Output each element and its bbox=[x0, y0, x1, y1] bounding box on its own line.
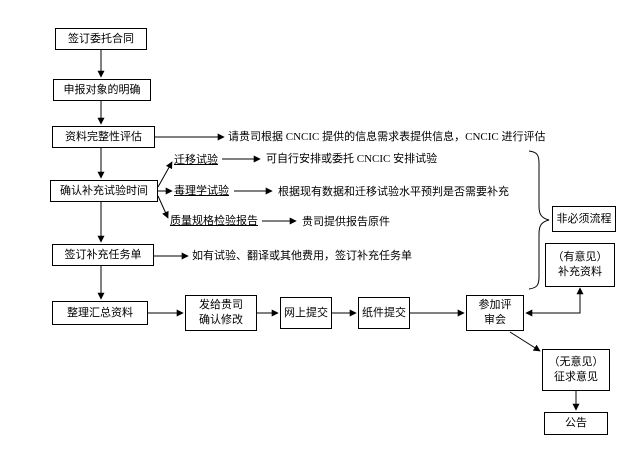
label-toxicology-test: 毒理学试验 bbox=[174, 185, 229, 197]
flow-box-paper-submit: 纸件提交 bbox=[358, 297, 410, 329]
arrow-branch-quality bbox=[157, 195, 169, 219]
note-quality: 贵司提供报告原件 bbox=[302, 216, 390, 228]
flow-box-supplement-material: （有意见）补充资料 bbox=[545, 243, 615, 287]
flow-box-sign-supplement-order: 签订补充任务单 bbox=[52, 244, 154, 266]
label-quality-report: 质量规格检验报告 bbox=[170, 215, 258, 227]
flow-box-confirm-test-time: 确认补充试验时间 bbox=[50, 180, 158, 202]
flow-box-announcement: 公告 bbox=[544, 412, 608, 435]
note-migration: 可自行安排或委托 CNCIC 安排试验 bbox=[266, 153, 438, 165]
flow-box-data-completeness: 资料完整性评估 bbox=[52, 126, 155, 148]
arrow-review-supplement bbox=[525, 287, 584, 317]
flow-box-sign-contract: 签订委托合同 bbox=[55, 28, 147, 50]
arrow-review-to-solicit bbox=[509, 331, 541, 352]
label-migration-test: 迁移试验 bbox=[174, 154, 218, 166]
note-toxicology: 根据现有数据和迁移试验水平预判是否需要补充 bbox=[278, 186, 509, 198]
flow-box-send-confirm: 发给贵司确认修改 bbox=[185, 295, 257, 331]
note-supplement-order: 如有试验、翻译或其他费用，签订补充任务单 bbox=[192, 250, 412, 262]
flow-box-solicit-opinion: （无意见）征求意见 bbox=[542, 349, 610, 391]
flow-box-online-submit: 网上提交 bbox=[280, 297, 332, 329]
note-completeness: 请贵司根据 CNCIC 提供的信息需求表提供信息，CNCIC 进行评估 bbox=[228, 131, 546, 143]
flow-box-attend-review: 参加评审会 bbox=[466, 295, 524, 331]
arrow-branch-migration bbox=[157, 161, 173, 188]
non-required-brace bbox=[528, 150, 550, 290]
flow-box-non-required-process: 非必须流程 bbox=[552, 206, 616, 232]
flow-box-organize-data: 整理汇总资料 bbox=[52, 301, 148, 325]
flow-box-clarify-object: 申报对象的明确 bbox=[53, 79, 151, 101]
